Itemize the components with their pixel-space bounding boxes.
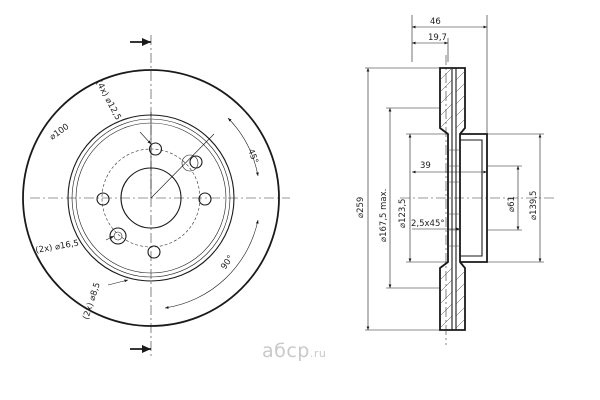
front-view: (4x) ⌀12,5 ⌀100 45° 90° (2x) ⌀16,5 (2x) …	[22, 35, 290, 358]
section-arrow-top	[142, 38, 151, 46]
label-dim-19-7: 19,7	[428, 33, 447, 43]
watermark-logo: aбcp.ru	[262, 340, 326, 362]
logo-brand: aбcp	[262, 340, 310, 362]
hatching-top	[439, 67, 466, 129]
bolt-hole	[198, 192, 212, 206]
locating-hole-large	[109, 227, 127, 245]
label-d123: ⌀123,5	[398, 199, 408, 228]
disc-outer-edge	[22, 69, 280, 327]
angle-arc-45	[227, 117, 259, 177]
leader-hole-a	[139, 131, 152, 145]
locating-hole-small	[113, 231, 123, 241]
hatching-bottom	[439, 267, 466, 329]
bolt-hole	[148, 142, 163, 156]
bolt-hole-counter	[181, 154, 199, 172]
label-d259: ⌀259	[356, 197, 366, 218]
label-2x-d16: (2x) ⌀16,5	[35, 238, 80, 255]
label-chamfer: 2,5x45°	[411, 219, 445, 229]
label-d139: ⌀139,5	[529, 191, 539, 220]
hub-inner	[460, 139, 483, 257]
label-dim-39: 39	[420, 161, 431, 171]
label-d167: ⌀167,5 max.	[379, 189, 389, 242]
leader-hole-c	[107, 279, 129, 286]
hub-section-outline	[460, 133, 488, 263]
leader-hole-b	[105, 235, 115, 241]
bolt-holes	[96, 142, 212, 259]
label-angle-45: 45°	[245, 148, 260, 166]
bolt-hole	[96, 192, 110, 206]
angle-arc-90	[164, 219, 259, 309]
label-dim-46: 46	[430, 17, 441, 27]
section-arrow-bottom	[142, 345, 151, 353]
label-d100: ⌀100	[48, 122, 71, 142]
hub-ribs	[448, 149, 460, 247]
side-view: 46 19,7	[356, 15, 556, 345]
logo-domain: .ru	[309, 347, 327, 360]
bolt-hole	[147, 245, 161, 259]
label-d61: ⌀61	[507, 196, 517, 212]
label-angle-90: 90°	[219, 254, 236, 272]
angle-ray-45	[150, 133, 215, 199]
label-4x-holes: (4x) ⌀12,5	[93, 79, 122, 122]
